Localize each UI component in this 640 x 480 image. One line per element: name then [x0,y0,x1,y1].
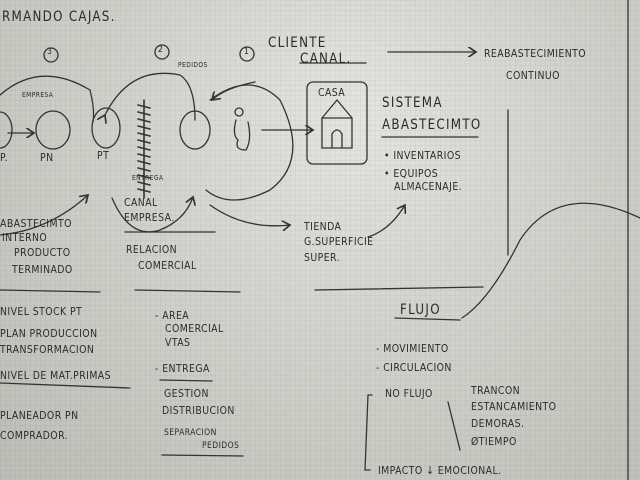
sistema-title-1: SISTEMA [382,95,443,111]
arc-2 [105,72,196,120]
col1-header: INTERNO [2,231,48,244]
arc-1-arrow [212,81,256,100]
label-p: P. [0,151,9,164]
col2-item: DISTRIBUCION [162,404,235,417]
col2-sub: RELACION [126,243,178,256]
label-cliente: CLIENTE [268,35,327,51]
arrow-tienda-up [367,205,405,238]
circle-pn [35,110,71,150]
number-3: 3 [47,47,53,57]
tienda-line: TIENDA [304,220,342,233]
curve-flujo [461,202,640,319]
person-figure [233,107,251,151]
sistema-item: ALMACENAJE. [394,180,463,193]
no-flujo-cause: ØTIEMPO [471,435,517,448]
col1-item: TRANSFORMACION [0,343,95,356]
col2-item: SEPARACION [164,428,217,438]
col2-item: COMERCIAL [165,322,224,335]
circle-p [0,111,13,149]
no-flujo-cause: TRANCON [471,384,521,397]
bracket-flujo [364,394,461,471]
label-pt: PT [97,149,110,162]
sistema-title-2: ABASTECIMTO [382,117,482,133]
label-empresa: EMPRESA [22,91,54,99]
sistema-item: • EQUIPOS [384,167,439,180]
casa-box [306,81,368,165]
col1-item: PLAN PRODUCCION [0,327,98,340]
flujo-item: - MOVIMIENTO [376,342,449,355]
flujo-title: FLUJO [400,302,441,318]
number-1: 1 [244,47,250,57]
col2-item: - AREA [155,309,190,322]
col1-item: NIVEL DE MAT.PRIMAS [0,369,112,382]
col1-header: TERMINADO [12,263,73,276]
board-title: RMANDO CAJAS. [2,9,116,25]
col2-item: GESTION [164,387,209,400]
col2-header: EMPRESA. [124,211,175,224]
arrow-to-tienda [209,204,290,226]
hatched-divider [137,99,151,199]
col1-header: PRODUCTO [14,246,71,259]
col1-role: COMPRADOR. [0,429,69,442]
no-flujo-cause: DEMORAS. [471,417,525,430]
no-flujo-label: NO FLUJO [385,387,433,400]
label-casa: CASA [318,86,346,99]
col2-item: PEDIDOS [202,441,240,451]
col1-header: ABASTECIMTO [0,217,72,230]
col2-item: - ENTREGA [155,362,210,375]
section-underlines [0,231,484,457]
label-pedidos: PEDIDOS [178,61,208,69]
flujo-item: - CIRCULACION [376,361,452,374]
number-circles [43,44,255,63]
arc-1 [205,84,294,201]
house-icon [321,98,353,149]
col2-item: VTAS [165,336,191,349]
label-entrega: ENTREGA [132,174,164,182]
tienda-line: G.SUPERFICIE [304,235,374,248]
label-continuo: CONTINUO [506,69,560,82]
tienda-line: SUPER. [304,251,341,264]
number-2: 2 [158,45,164,55]
circle-pt [91,107,121,149]
label-reabastecimiento: REABASTECIMIENTO [484,47,587,60]
col1-item: NIVEL STOCK PT [0,305,83,318]
no-flujo-cause: ESTANCAMIENTO [471,400,557,413]
impacto-label: IMPACTO ↓ EMOCIONAL. [378,464,502,477]
col2-sub: COMERCIAL [138,259,197,272]
arc-2-bottom [111,197,193,233]
label-pn: PN [40,151,54,164]
col2-header: CANAL [124,196,158,209]
col1-role: PLANEADOR PN [0,409,79,422]
arc-3-bottom [0,195,88,236]
sistema-item: • INVENTARIOS [384,149,462,162]
circle-cliente [179,110,211,150]
label-canal: CANAL. [300,51,352,67]
